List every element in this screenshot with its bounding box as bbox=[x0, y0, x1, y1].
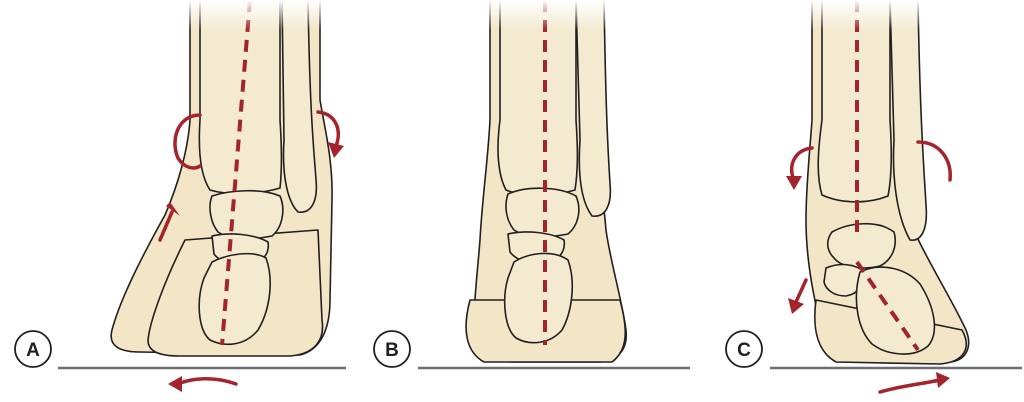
panel-c-ground-arrow bbox=[880, 380, 940, 392]
panel-b-calcaneus bbox=[505, 253, 573, 342]
panel-c-arrowhead-right bbox=[936, 372, 950, 388]
panel-c-talus bbox=[828, 224, 896, 268]
panel-a-label: A bbox=[26, 340, 40, 361]
top-fade bbox=[0, 0, 1024, 30]
panel-a: A bbox=[15, 0, 346, 392]
panel-c-inversion-arrow bbox=[796, 280, 806, 302]
panel-a-talus bbox=[210, 191, 283, 239]
panel-c-label: C bbox=[737, 340, 751, 361]
panel-a-ground-arrow bbox=[178, 379, 236, 384]
panel-c: C bbox=[726, 0, 1022, 392]
panel-b-talus bbox=[506, 188, 579, 236]
panel-b-fibula bbox=[576, 0, 610, 216]
panel-c-arrowhead-left bbox=[786, 176, 802, 190]
panel-a-arrowhead-left bbox=[168, 376, 182, 392]
panel-a-arrowhead-right bbox=[328, 142, 344, 158]
panel-b: B bbox=[374, 0, 690, 368]
panel-c-tibia bbox=[818, 0, 891, 202]
panel-b-label: B bbox=[385, 340, 399, 361]
